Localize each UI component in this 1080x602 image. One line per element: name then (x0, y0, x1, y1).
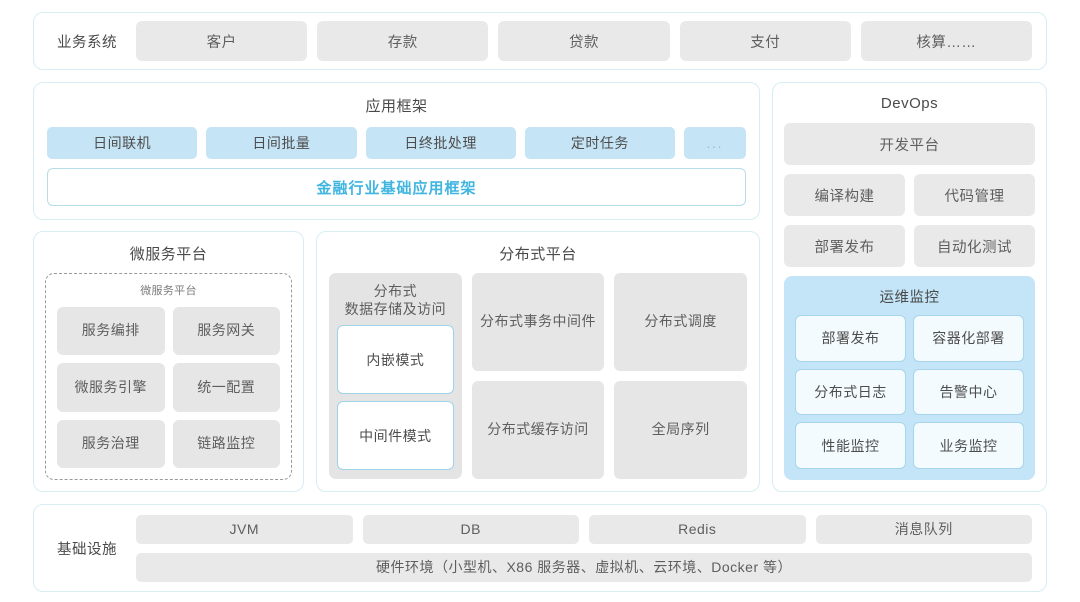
business-system-item-customer[interactable]: 客户 (136, 21, 308, 61)
distributed-mode-embedded[interactable]: 内嵌模式 (337, 325, 454, 395)
microservice-item-governance[interactable]: 服务治理 (57, 419, 165, 468)
platform-column: 应用框架 日间联机 日间批量 日终批处理 定时任务 ... 金融行业基础应用框架… (33, 82, 760, 492)
devops-title: DevOps (880, 95, 939, 112)
infrastructure-item-db[interactable]: DB (362, 514, 579, 544)
ops-monitoring-title: 运维监控 (879, 290, 940, 306)
platform-row: 微服务平台 微服务平台 服务编排 服务网关 微服务引擎 统一配置 服务治理 链路… (33, 231, 760, 492)
microservice-item-unified-config[interactable]: 统一配置 (172, 363, 280, 412)
business-system-item-payment[interactable]: 支付 (679, 21, 851, 61)
microservice-item-trace-monitor[interactable]: 链路监控 (172, 419, 280, 468)
devops-row-deploy: 部署发布 自动化测试 (784, 225, 1035, 267)
ops-monitoring-panel: 运维监控 部署发布 容器化部署 分布式日志 告警中心 性能监控 业务监控 (784, 276, 1035, 480)
app-framework-chip-daytime-batch[interactable]: 日间批量 (206, 127, 357, 159)
business-systems-list: 客户 存款 贷款 支付 核算…… (136, 21, 1033, 61)
microservice-item-gateway[interactable]: 服务网关 (172, 307, 280, 356)
devops-compile-build[interactable]: 编译构建 (784, 174, 905, 216)
distributed-global-sequence[interactable]: 全局序列 (614, 381, 747, 479)
distributed-mode-middleware[interactable]: 中间件模式 (337, 401, 454, 470)
distributed-transaction-line2: 事务中间件 (523, 313, 596, 330)
ops-monitoring-grid: 部署发布 容器化部署 分布式日志 告警中心 性能监控 业务监控 (795, 315, 1024, 469)
devops-panel: DevOps 开发平台 编译构建 代码管理 部署发布 自动化测试 运维监控 部署… (772, 82, 1047, 492)
microservice-platform-subtitle: 微服务平台 (140, 285, 197, 297)
app-framework-panel: 应用框架 日间联机 日间批量 日终批处理 定时任务 ... 金融行业基础应用框架 (33, 82, 760, 220)
infrastructure-hardware-environment[interactable]: 硬件环境（小型机、X86 服务器、虚拟机、云环境、Docker 等） (136, 552, 1032, 582)
microservice-item-engine[interactable]: 微服务引擎 (57, 363, 165, 412)
infrastructure-item-message-queue[interactable]: 消息队列 (815, 514, 1032, 544)
distributed-data-storage-title-line1: 分布式 (373, 283, 418, 299)
distributed-data-storage-title-line2: 数据存储及访问 (344, 301, 447, 318)
distributed-platform-panel: 分布式平台 分布式 数据存储及访问 内嵌模式 中间件模式 分布式 (316, 231, 760, 492)
distributed-cache-access[interactable]: 分布式 缓存访问 (471, 381, 605, 479)
ops-item-containerized-deploy[interactable]: 容器化部署 (913, 315, 1024, 362)
infrastructure-item-redis[interactable]: Redis (589, 514, 806, 544)
ops-item-performance-monitor[interactable]: 性能监控 (795, 422, 906, 469)
devops-deploy-release[interactable]: 部署发布 (784, 225, 905, 267)
business-system-item-deposit[interactable]: 存款 (317, 21, 489, 61)
app-framework-title: 应用框架 (365, 98, 428, 115)
distributed-scheduling[interactable]: 分布式调度 (614, 273, 747, 371)
business-systems-label: 业务系统 (57, 34, 117, 51)
ops-item-business-monitor[interactable]: 业务监控 (913, 422, 1024, 469)
app-framework-banner: 金融行业基础应用框架 (47, 168, 746, 206)
distributed-platform-grid: 分布式 数据存储及访问 内嵌模式 中间件模式 分布式 事务中间件 分布式调度 (329, 273, 747, 479)
devops-automated-test[interactable]: 自动化测试 (914, 225, 1035, 267)
business-system-item-loan[interactable]: 贷款 (498, 21, 670, 61)
app-framework-chip-more[interactable]: ... (684, 127, 746, 159)
app-framework-chip-scheduled-task[interactable]: 定时任务 (524, 127, 675, 159)
ops-item-distributed-log[interactable]: 分布式日志 (795, 368, 906, 416)
microservice-item-orchestration[interactable]: 服务编排 (57, 307, 165, 356)
distributed-cache-line1: 分布式 (487, 421, 531, 438)
microservice-platform-grid: 服务编排 服务网关 微服务引擎 统一配置 服务治理 链路监控 (57, 307, 280, 468)
infrastructure-item-row: JVM DB Redis 消息队列 (136, 514, 1032, 544)
app-framework-chip-eod-batch[interactable]: 日终批处理 (365, 127, 516, 159)
devops-row-build: 编译构建 代码管理 (784, 174, 1035, 216)
business-system-item-accounting[interactable]: 核算…… (860, 21, 1033, 61)
app-framework-chip-row: 日间联机 日间批量 日终批处理 定时任务 ... (47, 127, 746, 159)
microservice-platform-inner-box: 微服务平台 服务编排 服务网关 微服务引擎 统一配置 服务治理 链路监控 (45, 273, 292, 480)
ops-item-deploy-release[interactable]: 部署发布 (795, 315, 906, 362)
infrastructure-panel: 基础设施 JVM DB Redis 消息队列 硬件环境（小型机、X86 服务器、… (33, 504, 1047, 592)
infrastructure-label: 基础设施 (57, 541, 117, 558)
distributed-data-storage-title: 分布式 数据存储及访问 (345, 282, 447, 318)
devops-code-management[interactable]: 代码管理 (914, 174, 1035, 216)
distributed-transaction-middleware[interactable]: 分布式 事务中间件 (471, 273, 605, 371)
infrastructure-item-jvm[interactable]: JVM (136, 514, 353, 544)
microservice-platform-panel: 微服务平台 微服务平台 服务编排 服务网关 微服务引擎 统一配置 服务治理 链路… (33, 231, 304, 492)
microservice-platform-title: 微服务平台 (129, 246, 208, 263)
devops-dev-platform[interactable]: 开发平台 (784, 123, 1035, 165)
infrastructure-content: JVM DB Redis 消息队列 硬件环境（小型机、X86 服务器、虚拟机、云… (136, 514, 1032, 582)
middle-band: 应用框架 日间联机 日间批量 日终批处理 定时任务 ... 金融行业基础应用框架… (33, 82, 1047, 492)
app-framework-chip-daytime-online[interactable]: 日间联机 (47, 127, 198, 159)
distributed-cache-line2: 缓存访问 (530, 421, 589, 438)
distributed-platform-title: 分布式平台 (499, 246, 577, 263)
distributed-transaction-line1: 分布式 (479, 313, 524, 330)
ops-item-alert-center[interactable]: 告警中心 (913, 368, 1024, 416)
distributed-data-storage-card[interactable]: 分布式 数据存储及访问 内嵌模式 中间件模式 (329, 273, 462, 479)
business-systems-panel: 业务系统 客户 存款 贷款 支付 核算…… (33, 12, 1047, 70)
